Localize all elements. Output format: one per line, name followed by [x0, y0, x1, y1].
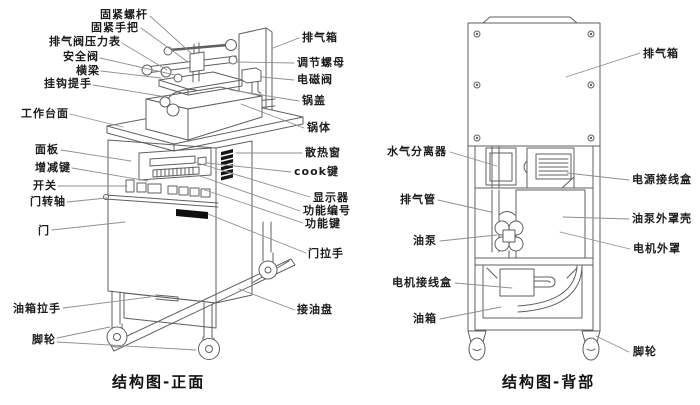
label-function-keys: 功能键 — [305, 217, 341, 230]
front-cabinet — [103, 139, 253, 304]
front-view-caption: 结构图-正面 — [112, 373, 206, 391]
label-casters-front: 脚轮 — [32, 333, 56, 346]
label-motor-cover: 电机外罩 — [633, 242, 681, 255]
label-cook-key: cook键 — [294, 165, 339, 178]
label-water-gas-separator: 水气分离器 — [387, 145, 447, 158]
back-mid-bar — [474, 257, 594, 266]
label-motor-junction-box: 电机接线盒 — [392, 276, 452, 289]
label-exhaust-box-front: 排气箱 — [302, 31, 338, 44]
label-heat-vent: 散热窗 — [305, 146, 341, 159]
label-oil-pump: 油泵 — [413, 234, 437, 247]
label-adjusting-nut: 调节螺母 — [297, 56, 345, 69]
back-pipes-pump — [491, 145, 524, 259]
label-switch: 开关 — [33, 179, 57, 192]
label-drip-tray: 接油盘 — [297, 303, 333, 316]
front-drip-tray — [109, 221, 296, 352]
front-door-handle — [176, 209, 208, 219]
front-view-drawing — [103, 27, 304, 360]
back-tank-pipe — [517, 265, 583, 313]
label-display: 显示器 — [313, 191, 349, 204]
label-power-junction-box: 电源接线盒 — [632, 173, 692, 186]
back-view-caption: 结构图-背部 — [502, 373, 596, 391]
label-inc-dec-keys: 增减键 — [35, 161, 71, 174]
label-hook-handle: 挂钩提手 — [44, 77, 92, 90]
label-fastening-handle: 固紧手把 — [91, 21, 139, 34]
label-safety-valve: 安全阀 — [63, 50, 99, 63]
back-water-gas-separator — [485, 147, 517, 186]
label-pot-lid: 锅盖 — [302, 94, 326, 107]
label-panel: 面板 — [35, 143, 59, 156]
back-motor-junction-box — [499, 268, 556, 297]
back-box-screws — [473, 30, 595, 142]
back-casters — [467, 330, 601, 361]
back-exhaust-box — [467, 22, 601, 147]
label-fastening-screw: 固紧螺杆 — [100, 8, 148, 21]
label-door-handle: 门拉手 — [308, 247, 344, 260]
label-worktable: 工作台面 — [21, 107, 69, 120]
label-casters-back: 脚轮 — [633, 345, 657, 358]
label-door-hinge: 门转轴 — [30, 195, 66, 208]
back-power-junction-box — [523, 147, 575, 189]
label-exhaust-box-back: 排气箱 — [643, 47, 679, 60]
back-top-bump — [482, 16, 578, 24]
label-crossbeam: 横梁 — [76, 64, 100, 77]
label-function-number: 功能编号 — [303, 204, 351, 217]
back-motor-housing — [515, 189, 586, 259]
label-oil-pump-housing: 油泵外罩壳 — [632, 212, 692, 225]
front-pot-body — [145, 86, 263, 141]
label-door: 门 — [38, 224, 50, 237]
label-solenoid-valve: 电磁阀 — [297, 73, 333, 86]
label-oil-tank: 油箱 — [413, 312, 437, 325]
front-control-panel — [125, 147, 212, 198]
label-pressure-gauge: 排气阀压力表 — [49, 35, 121, 48]
label-exhaust-pipe: 排气管 — [400, 193, 436, 206]
front-oil-tank-drawer — [111, 290, 217, 339]
leader-lines — [51, 15, 641, 353]
back-view-drawing — [467, 16, 601, 361]
label-oil-tank-handle: 油箱拉手 — [13, 302, 61, 315]
front-casters — [106, 251, 278, 360]
front-lid-assembly — [141, 39, 243, 117]
label-pot-body: 锅体 — [307, 121, 331, 134]
